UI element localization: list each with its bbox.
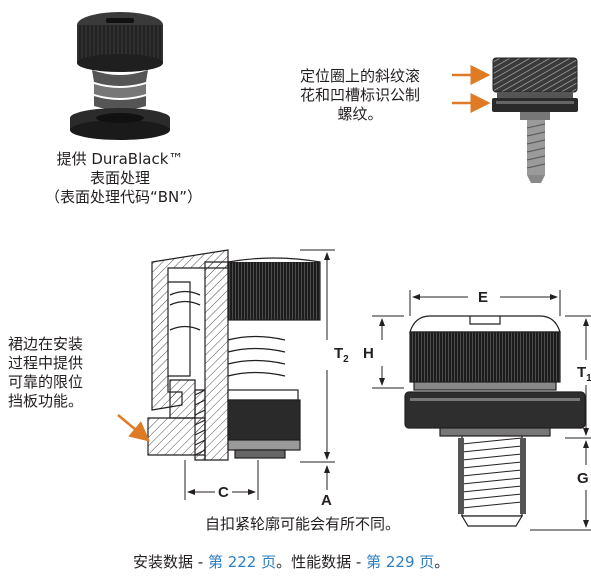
- dim-label-c: C: [218, 484, 229, 501]
- durablack-line-3: （表面处理代码“BN”）: [45, 188, 203, 206]
- knurl-line-1: 定位圈上的斜纹滚: [299, 67, 420, 85]
- flange-line-1: 裙边在安装: [8, 335, 84, 353]
- knurl-caption: 定位圈上的斜纹滚 花和凹槽标识公制 螺纹。: [270, 67, 450, 124]
- knurl-line-3: 螺纹。: [337, 105, 383, 123]
- dim-label-g: G: [577, 470, 589, 487]
- durablack-line-2: 表面处理: [89, 169, 150, 187]
- product-photo: [70, 12, 170, 140]
- perf-data-text: 性能数据 -: [291, 553, 367, 571]
- dim-t1-sub: 1: [586, 373, 591, 384]
- dim-label-a: A: [321, 492, 332, 509]
- side-view-photo: [492, 57, 578, 183]
- footer-end: 。: [434, 553, 450, 571]
- install-data-text: 安装数据 -: [133, 553, 208, 571]
- elevation-dimensions: [372, 290, 591, 531]
- flange-caption: 裙边在安装 过程中提供 可靠的限位 挡板功能。: [8, 335, 83, 411]
- dim-t2-main: T: [334, 345, 344, 362]
- elevation-view: [404, 315, 586, 527]
- dim-label-t1: T1: [577, 364, 591, 384]
- flange-arrow: [117, 414, 150, 442]
- footer-separator: 。: [276, 553, 292, 571]
- dim-label-t2: T2: [334, 345, 349, 365]
- dim-label-h: H: [363, 345, 374, 362]
- dim-label-e: E: [478, 289, 489, 306]
- install-data-link[interactable]: 第 222 页: [207, 553, 277, 571]
- flange-line-3: 可靠的限位: [8, 373, 84, 391]
- perf-data-link[interactable]: 第 229 页: [366, 553, 435, 571]
- flange-line-4: 挡板功能。: [8, 392, 84, 410]
- section-dimensions: [184, 249, 335, 500]
- dim-t2-sub: 2: [343, 354, 349, 365]
- dim-t1-main: T: [577, 364, 587, 381]
- durablack-line-1: 提供 DuraBlack™: [56, 150, 184, 168]
- footer-references: 安装数据 - 第 222 页。性能数据 - 第 229 页。: [133, 553, 449, 572]
- knurl-line-2: 花和凹槽标识公制: [299, 86, 420, 104]
- profile-note: 自扣紧轮廓可能会有所不同。: [205, 515, 401, 533]
- section-view: [147, 249, 321, 461]
- flange-line-2: 过程中提供: [8, 354, 84, 372]
- durablack-caption: 提供 DuraBlack™ 表面处理 （表面处理代码“BN”）: [45, 150, 203, 207]
